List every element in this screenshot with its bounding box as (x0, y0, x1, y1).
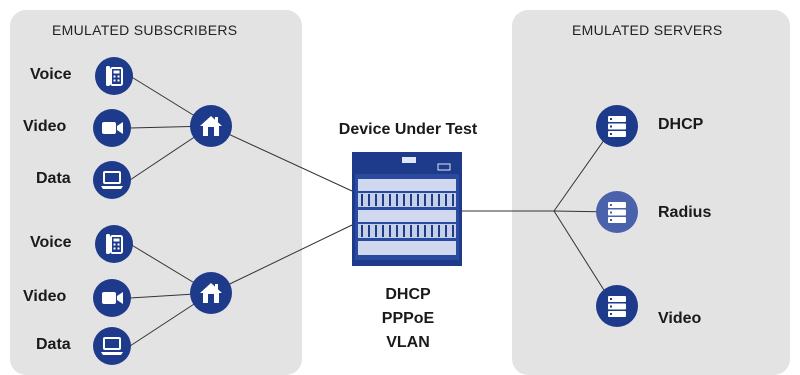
chassis-icon (352, 152, 462, 266)
data-label-2: Data (36, 336, 71, 353)
video-label-1: Video (23, 118, 67, 135)
voice-label-1: Voice (30, 66, 72, 83)
phone-icon (95, 57, 133, 95)
laptop-icon (93, 327, 131, 365)
data-label-1: Data (36, 170, 71, 187)
home-icon (190, 105, 232, 147)
home-icon (190, 272, 232, 314)
server-icon (596, 191, 638, 233)
voice-label-2: Voice (30, 234, 72, 251)
link-hub1-dut (210, 125, 353, 192)
laptop-icon (93, 161, 131, 199)
server-label-dhcp: DHCP (658, 116, 704, 133)
server-label-video: Video (658, 310, 702, 327)
servers-panel-title: EMULATED SERVERS (572, 22, 723, 38)
server-label-radius: Radius (658, 204, 712, 221)
video-label-2: Video (23, 288, 67, 305)
protocol-dhcp: DHCP (385, 286, 431, 303)
device-under-test-title: Device Under Test (338, 121, 478, 138)
server-icon (596, 105, 638, 147)
server-icon (596, 285, 638, 327)
subscribers-panel-title: EMULATED SUBSCRIBERS (52, 22, 238, 38)
protocol-pppoe: PPPoE (381, 310, 435, 327)
emulated-subscribers-panel (10, 10, 302, 375)
link-hub2-dut (210, 224, 353, 294)
emulated-servers-panel (512, 10, 790, 375)
video-camera-icon (93, 109, 131, 147)
protocol-vlan: VLAN (386, 334, 430, 351)
phone-icon (95, 225, 133, 263)
video-camera-icon (93, 279, 131, 317)
